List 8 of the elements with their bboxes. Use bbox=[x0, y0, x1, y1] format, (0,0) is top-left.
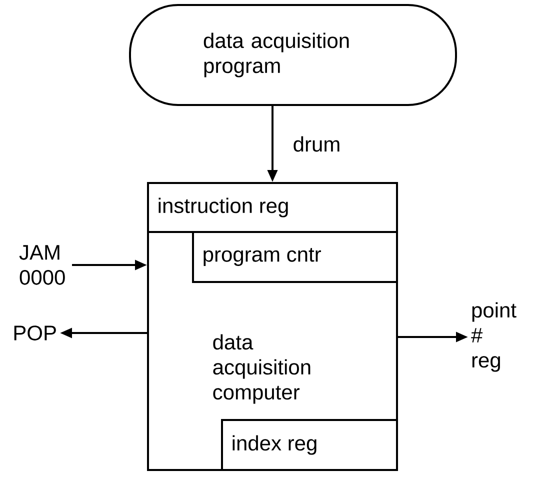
port-label: JAM 0000 bbox=[19, 245, 65, 285]
program-terminal: data acquisition program bbox=[129, 4, 457, 106]
port-label: point # reg bbox=[471, 302, 516, 372]
register-box: program cntr bbox=[192, 231, 398, 283]
register-box: instruction reg bbox=[147, 182, 398, 233]
port-label: POP bbox=[14, 326, 56, 340]
register-box: index reg bbox=[221, 419, 398, 471]
edge-label: drum bbox=[294, 136, 340, 152]
